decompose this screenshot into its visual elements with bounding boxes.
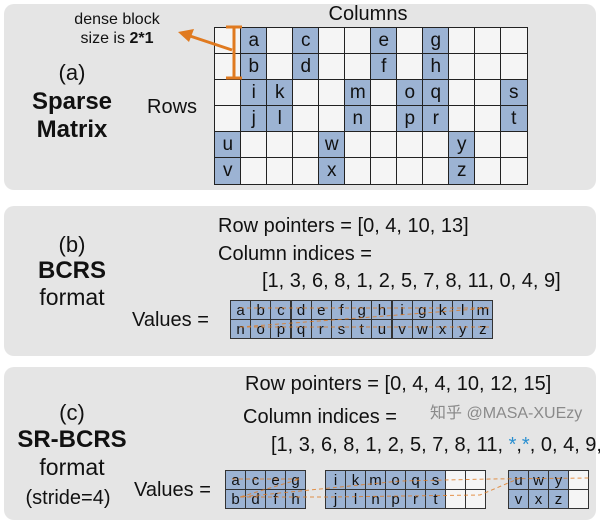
arrow-head-icon xyxy=(178,29,194,42)
matrix-cell-filled: t xyxy=(500,105,528,133)
bcrs-column-indices: [1, 3, 6, 8, 1, 2, 5, 7, 8, 11, 0, 4, 9] xyxy=(262,270,561,292)
matrix-cell-filled: s xyxy=(500,79,528,107)
matrix-cell-filled: z xyxy=(448,157,476,185)
matrix-cell-filled: r xyxy=(422,105,450,133)
srbcrs-value-cell: b xyxy=(225,489,246,509)
srbcrs-value-cell: h xyxy=(285,489,306,509)
matrix-cell-empty xyxy=(370,79,398,107)
annotation-line1: dense block xyxy=(74,11,160,28)
panel-a-label: (a) xyxy=(58,60,86,85)
padding-star: * xyxy=(508,434,517,456)
panel-b-title-1: BCRS xyxy=(37,257,107,284)
matrix-cell-filled: i xyxy=(240,79,268,107)
matrix-cell-filled: c xyxy=(292,27,320,55)
panel-c-stride: (stride=4) xyxy=(25,487,111,509)
bcrs-value-cell: n xyxy=(230,319,251,339)
panel-c-title-1: SR-BCRS xyxy=(17,426,127,453)
matrix-cell-empty xyxy=(318,105,346,133)
annotation-prefix: size is xyxy=(80,30,130,47)
bcrs-value-cell: v xyxy=(391,319,413,339)
matrix-cell-empty xyxy=(240,131,268,159)
matrix-cell-empty xyxy=(448,105,476,133)
matrix-cell-empty xyxy=(344,157,372,185)
bcrs-value-cell: z xyxy=(472,319,494,339)
srbcrs-padding-cell xyxy=(568,489,589,509)
matrix-cell-empty xyxy=(266,157,294,185)
annotation-line2: size is 2*1 xyxy=(81,31,154,47)
matrix-cell-empty xyxy=(318,53,346,81)
matrix-cell-empty xyxy=(396,157,424,185)
padding-star: * xyxy=(521,434,530,456)
matrix-cell-empty xyxy=(500,157,528,185)
bcrs-column-indices-label: Column indices = xyxy=(218,243,372,265)
arrow-line xyxy=(189,34,233,52)
matrix-cell-filled: y xyxy=(448,131,476,159)
srbcrs-value-cell: z xyxy=(548,489,569,509)
indices-mid: , 0, 4, 9, xyxy=(529,434,600,456)
matrix-cell-filled: w xyxy=(318,131,346,159)
rows-label: Rows xyxy=(147,96,198,118)
srbcrs-row-pointers: Row pointers = [0, 4, 4, 10, 12, 15] xyxy=(245,373,552,395)
matrix-cell-empty xyxy=(344,27,372,55)
panel-c-title-2: format xyxy=(39,454,105,480)
srbcrs-value-cell: r xyxy=(405,489,426,509)
matrix-cell-filled: v xyxy=(214,157,242,185)
panel-b-title-2: format xyxy=(39,284,105,310)
panel-c-label: (c) xyxy=(59,400,85,425)
srbcrs-column-indices: [1, 3, 6, 8, 1, 2, 5, 7, 8, 11, *,*, 0, … xyxy=(271,435,600,455)
matrix-cell-filled: a xyxy=(240,27,268,55)
srbcrs-column-indices-label: Column indices = xyxy=(243,406,397,428)
bcrs-value-cell: o xyxy=(250,319,272,339)
srbcrs-padding-cell xyxy=(465,489,486,509)
matrix-cell-empty xyxy=(292,131,320,159)
panel-b-label: (b) xyxy=(58,232,86,257)
watermark: 知乎 @MASA-XUEzy xyxy=(430,405,583,422)
panel-a-title-1: Sparse xyxy=(31,88,113,115)
matrix-cell-filled: b xyxy=(240,53,268,81)
matrix-cell-filled: m xyxy=(344,79,372,107)
columns-label: Columns xyxy=(328,3,408,25)
bcrs-value-cell: r xyxy=(310,319,332,339)
matrix-cell-filled: x xyxy=(318,157,346,185)
srbcrs-values-label: Values = xyxy=(134,479,211,501)
indices-open: [1, 3, 6, 8, 1, 2, 5, 7, 8, 11, xyxy=(271,434,509,456)
matrix-cell-empty xyxy=(240,157,268,185)
bcrs-value-cell: q xyxy=(290,319,312,339)
matrix-cell-filled: k xyxy=(266,79,294,107)
order-dashed-lines xyxy=(232,307,591,498)
panel-a-title-2: Matrix xyxy=(36,116,108,143)
bcrs-values-label: Values = xyxy=(132,309,209,331)
matrix-cell-empty xyxy=(500,53,528,81)
bcrs-row-pointers: Row pointers = [0, 4, 10, 13] xyxy=(218,215,469,237)
annotation-bold: 2*1 xyxy=(129,30,154,47)
bcrs-value-cell: t xyxy=(351,319,373,339)
matrix-cell-filled: h xyxy=(422,53,450,81)
